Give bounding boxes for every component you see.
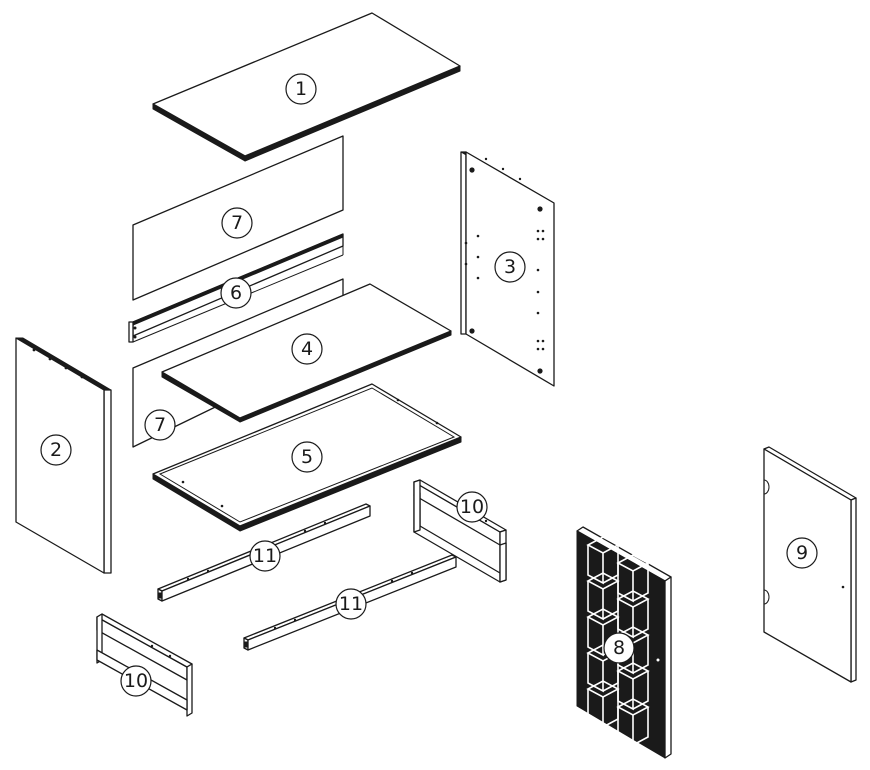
callout-label: 5 [301, 446, 313, 468]
callout-part-9: 9 [786, 537, 818, 569]
callout-part-7-lower: 7 [144, 409, 176, 441]
callout-label: 7 [154, 414, 166, 436]
callout-part-11-upper: 11 [249, 540, 281, 572]
callout-label: 8 [613, 637, 625, 659]
part-10-leg-frame-left [96, 613, 193, 717]
callout-label: 1 [295, 78, 307, 100]
callout-label: 6 [230, 282, 242, 304]
callout-label: 9 [796, 542, 808, 564]
callout-label: 11 [253, 545, 277, 567]
callout-label: 4 [301, 338, 313, 360]
hinge-cup-lower [763, 589, 770, 605]
callout-part-4: 4 [291, 333, 323, 365]
callout-label: 11 [339, 593, 363, 615]
callout-part-3: 3 [494, 251, 526, 283]
callout-part-10-left: 10 [120, 665, 152, 697]
callout-label: 3 [504, 256, 516, 278]
callout-part-1: 1 [285, 73, 317, 105]
callout-part-2: 2 [40, 434, 72, 466]
callout-part-5: 5 [291, 441, 323, 473]
callout-label: 10 [124, 670, 148, 692]
hinge-cup-upper [763, 479, 770, 495]
callout-part-8: 8 [603, 632, 635, 664]
callout-part-11-lower: 11 [335, 588, 367, 620]
callout-label: 10 [460, 496, 484, 518]
callout-part-10-right: 10 [456, 491, 488, 523]
callout-part-7-upper: 7 [221, 207, 253, 239]
callout-label: 7 [231, 212, 243, 234]
callout-part-6: 6 [220, 277, 252, 309]
callout-label: 2 [50, 439, 62, 461]
